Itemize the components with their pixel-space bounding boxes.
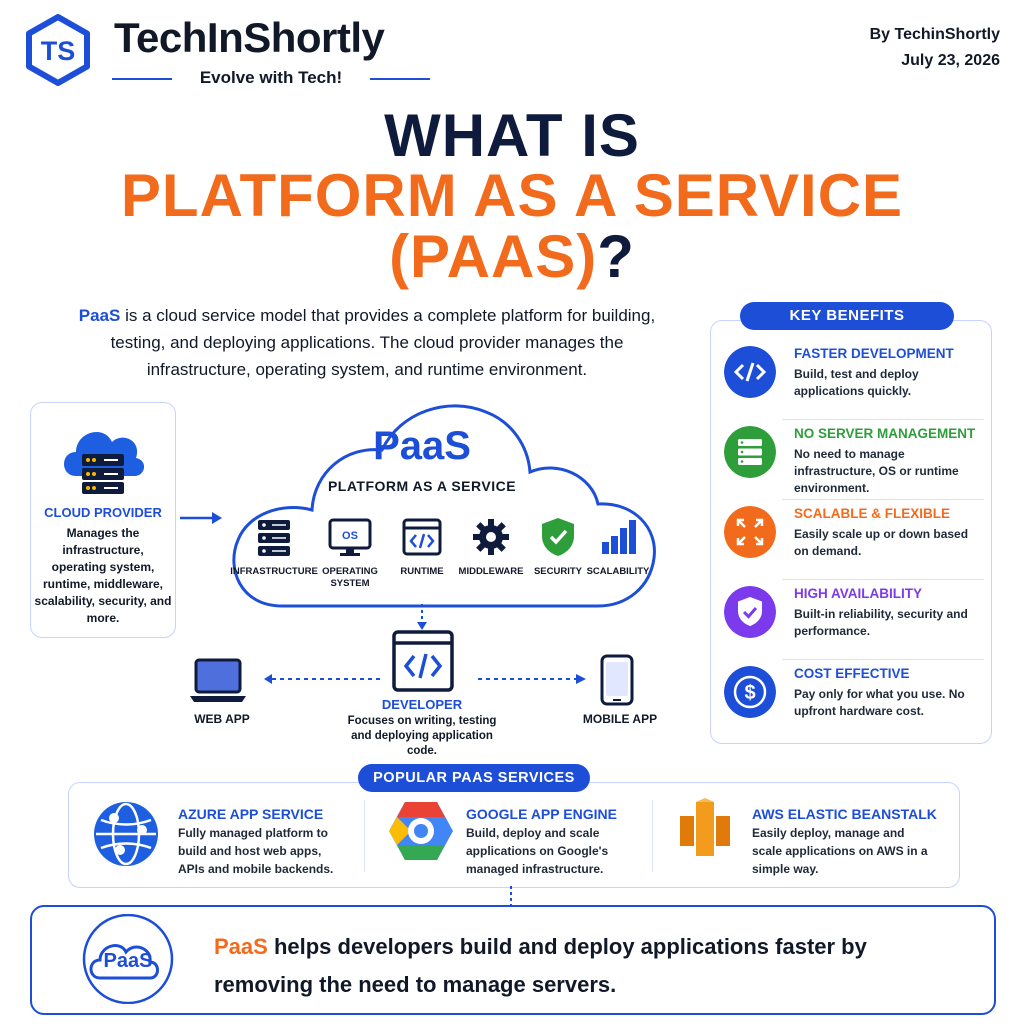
brand-name: TechInShortly: [114, 14, 385, 61]
cloud-provider-title: CLOUD PROVIDER: [44, 505, 162, 520]
benefit-description: No need to manage infrastructure, OS or …: [794, 447, 959, 495]
benefit-description: Pay only for what you use. No upfront ha…: [794, 687, 965, 718]
paas-cloud-title: PaaS: [373, 424, 471, 468]
benefit-title: FASTER DEVELOPMENT: [794, 346, 954, 361]
service-google-description: Build, deploy and scale applications on …: [466, 826, 609, 876]
summary-text: PaaS helps developers build and deploy a…: [214, 928, 914, 1004]
dotted-arrow-left-icon: [264, 674, 384, 684]
title-line-2: PLATFORM AS A SERVICE: [120, 162, 904, 229]
aws-beanstalk-icon: [680, 798, 730, 856]
monitor-os-icon: OS: [328, 518, 372, 556]
expand-arrows-icon: [724, 506, 776, 558]
shield-check-icon: [724, 586, 776, 638]
benefit-description: Build, test and deploy applications quic…: [794, 367, 919, 398]
title-paas: (PAAS): [389, 223, 598, 290]
component-scalability: SCALABILITY: [586, 566, 650, 577]
benefit-scalable-flexible: SCALABLE & FLEXIBLE Easily scale up or d…: [722, 500, 984, 580]
divider: [782, 579, 984, 580]
paas-badge-label: PaaS: [103, 950, 153, 972]
component-runtime: RUNTIME: [400, 566, 444, 577]
shield-check-icon: [542, 518, 574, 556]
server-rack-icon: [258, 520, 290, 556]
component-operating-system: OPERATING SYSTEM: [322, 566, 378, 589]
divider: [364, 800, 365, 872]
component-infrastructure: INFRASTRUCTURE: [230, 566, 318, 577]
benefit-description: Built-in reliability, security and perfo…: [794, 607, 968, 638]
benefit-title: SCALABLE & FLEXIBLE: [794, 506, 951, 521]
benefit-description: Easily scale up or down based on demand.: [794, 527, 969, 558]
service-azure-title: AZURE APP SERVICE: [178, 806, 324, 822]
arrow-right-icon: [180, 512, 222, 524]
divider: [782, 659, 984, 660]
tagline-text: Evolve with Tech!: [199, 68, 343, 87]
gear-icon: [473, 519, 509, 555]
laptop-icon: [190, 658, 246, 702]
service-aws-title: AWS ELASTIC BEANSTALK: [752, 806, 937, 822]
techinshortly-logo: TS: [26, 14, 90, 86]
web-app-label: WEB APP: [194, 712, 250, 726]
developer-title: DEVELOPER: [381, 697, 463, 712]
mobile-app-label: MOBILE APP: [582, 712, 658, 726]
component-security: SECURITY: [533, 566, 583, 577]
popular-services-heading: POPULAR PAAS SERVICES: [358, 764, 590, 792]
intro-highlight: PaaS: [78, 306, 121, 325]
benefit-faster-development: FASTER DEVELOPMENT Build, test and deplo…: [722, 340, 984, 420]
byline: By TechinShortly July 23, 2026: [870, 22, 1000, 74]
svg-text:OS: OS: [342, 530, 358, 542]
summary-highlight: PaaS: [214, 934, 268, 959]
benefit-no-server-management: NO SERVER MANAGEMENT No need to manage i…: [722, 420, 984, 500]
component-middleware: MIDDLEWARE: [458, 566, 524, 577]
summary-body: helps developers build and deploy applic…: [214, 934, 867, 997]
code-window-icon: [402, 518, 442, 556]
mobile-phone-icon: [600, 654, 634, 706]
google-cloud-hex-icon: [389, 802, 453, 860]
developer-code-icon: [392, 630, 454, 692]
divider: [782, 419, 984, 420]
title-line-1: WHAT IS: [384, 102, 640, 169]
author: By TechinShortly: [869, 26, 1000, 43]
server-icon: [724, 426, 776, 478]
svg-text:$: $: [744, 682, 755, 704]
benefit-title: COST EFFECTIVE: [794, 666, 910, 681]
code-icon: [724, 346, 776, 398]
svg-text:TS: TS: [41, 36, 76, 66]
benefit-cost-effective: $ COST EFFECTIVE Pay only for what you u…: [722, 660, 984, 740]
intro-text: is a cloud service model that provides a…: [110, 306, 656, 379]
benefit-high-availability: HIGH AVAILABILITY Built-in reliability, …: [722, 580, 984, 660]
azure-globe-icon: [94, 802, 158, 866]
cloud-provider-description: Manages the infrastructure, operating sy…: [34, 526, 172, 625]
divider: [652, 800, 653, 872]
dotted-arrow-down-icon: [417, 604, 427, 630]
paas-cloud-badge-icon: [82, 914, 174, 1004]
bar-chart-icon: [602, 520, 636, 554]
title-question-mark: ?: [597, 223, 635, 290]
summary-banner: [30, 905, 996, 1015]
paas-cloud-shape: [232, 404, 656, 608]
benefit-title: NO SERVER MANAGEMENT: [794, 426, 976, 441]
cloud-server-icon: [64, 431, 145, 494]
service-google-title: GOOGLE APP ENGINE: [466, 806, 617, 822]
key-benefits-heading: KEY BENEFITS: [740, 302, 954, 330]
divider: [782, 499, 984, 500]
dotted-connector: [510, 886, 512, 906]
paas-cloud-subtitle: PLATFORM AS A SERVICE: [327, 478, 517, 494]
publish-date: July 23, 2026: [901, 52, 1000, 69]
benefit-title: HIGH AVAILABILITY: [794, 586, 922, 601]
service-azure-description: Fully managed platform to build and host…: [178, 826, 334, 876]
title-line-3: (PAAS)?: [0, 226, 1024, 288]
dollar-icon: $: [724, 666, 776, 718]
developer-description: Focuses on writing, testing and deployin…: [347, 715, 497, 757]
popular-services-card: [68, 782, 960, 888]
dotted-arrow-right-icon: [478, 674, 586, 684]
service-aws-description: Easily deploy, manage and scale applicat…: [752, 826, 928, 876]
tagline: Evolve with Tech!: [112, 68, 430, 90]
intro-paragraph: PaaS is a cloud service model that provi…: [62, 302, 672, 383]
